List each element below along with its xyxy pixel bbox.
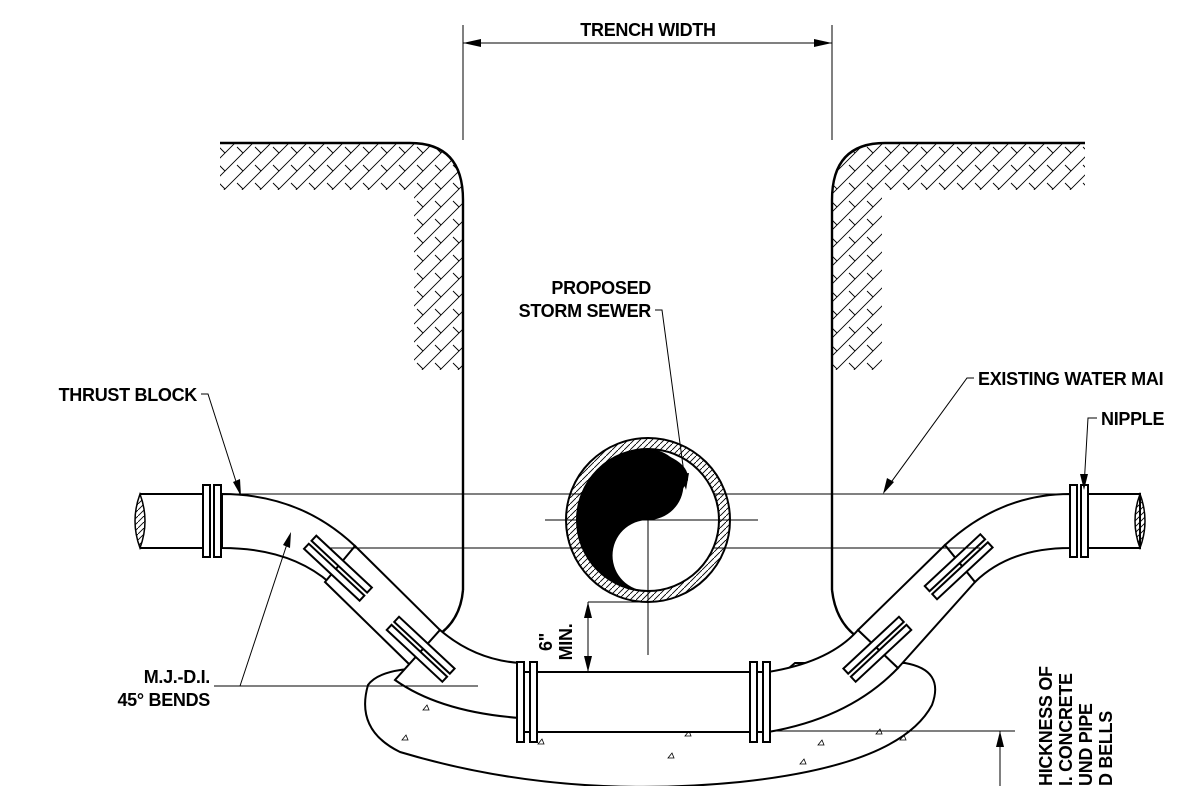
trench-width-dimension: TRENCH WIDTH — [462, 20, 833, 140]
thickness-label-2: I. CONCRETE — [1056, 673, 1076, 786]
proposed-label-line2: STORM SEWER — [519, 301, 652, 321]
min-label-inch: 6" — [536, 633, 556, 651]
min-label-text: MIN. — [556, 624, 576, 661]
ground-left — [220, 141, 465, 590]
thickness-label-3: UND PIPE — [1076, 703, 1096, 786]
trench-width-label: TRENCH WIDTH — [580, 20, 715, 40]
lowered-pipe-segment — [519, 671, 769, 733]
flange-left-2 — [302, 534, 374, 603]
thrust-block-label: THRUST BLOCK — [59, 385, 198, 405]
flange-left-1 — [202, 484, 222, 558]
nipple-label: NIPPLE — [1101, 409, 1165, 429]
storm-sewer-callout: PROPOSED STORM SEWER — [519, 278, 689, 490]
thrust-block-callout: THRUST BLOCK — [59, 385, 241, 496]
bends-label-line2: 45° BENDS — [117, 690, 210, 710]
thickness-label-4: D BELLS — [1096, 711, 1116, 786]
flange-right-1 — [1069, 484, 1089, 558]
existing-water-main-right — [1085, 491, 1146, 551]
ground-right — [830, 141, 1085, 590]
existing-water-main-left — [134, 491, 209, 551]
bends-label-line1: M.J.-D.I. — [144, 667, 210, 687]
proposed-storm-sewer — [545, 437, 758, 655]
existing-water-main-label: EXISTING WATER MAI — [978, 369, 1163, 389]
existing-water-main-callout: EXISTING WATER MAI — [883, 369, 1164, 494]
flange-right-3 — [841, 615, 913, 684]
thickness-label-1: HICKNESS OF — [1036, 666, 1056, 786]
flange-bottom-right — [749, 661, 771, 743]
flange-bottom-left — [516, 661, 538, 743]
flange-left-3 — [385, 615, 457, 684]
nipple-callout: NIPPLE — [1080, 409, 1165, 490]
proposed-label-line1: PROPOSED — [551, 278, 651, 298]
bends-callout: M.J.-D.I. 45° BENDS — [117, 532, 478, 710]
encasement-thickness-dimension: HICKNESS OF I. CONCRETE UND PIPE D BELLS — [775, 666, 1116, 786]
min-clearance-dimension: 6" MIN. — [536, 601, 640, 673]
